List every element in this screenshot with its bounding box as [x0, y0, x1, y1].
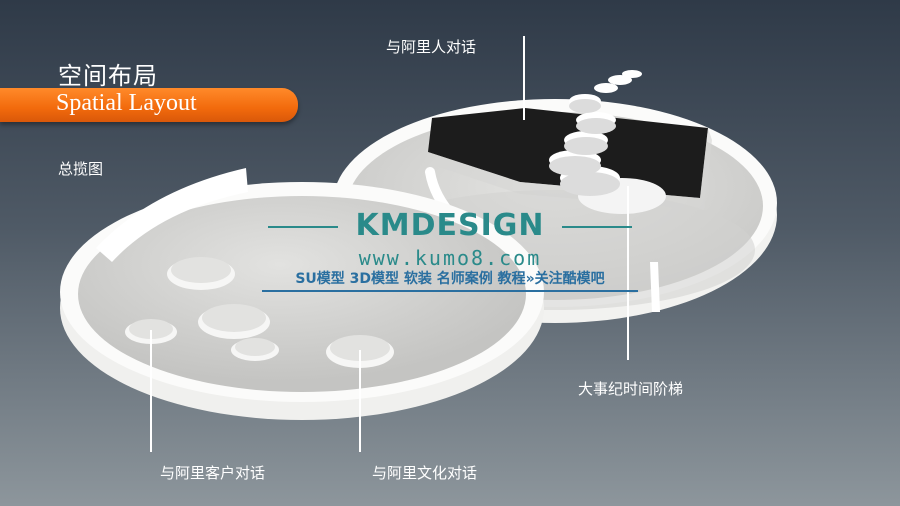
label-top: 与阿里人对话: [386, 38, 477, 56]
page-title-cn: 空间布局: [58, 62, 158, 90]
page-title-en: Spatial Layout: [56, 90, 197, 116]
label-bottom-left: 与阿里客户对话: [160, 464, 266, 482]
page-subtitle: 总揽图: [58, 160, 104, 178]
label-right: 大事纪时间阶梯: [578, 380, 684, 398]
watermark-url: www.kumo8.com: [358, 246, 542, 270]
watermark-rule-left: [268, 226, 338, 228]
title-banner: Spatial Layout: [0, 88, 298, 122]
timeline-staircase: [549, 70, 666, 214]
label-bottom-center: 与阿里文化对话: [372, 464, 478, 482]
watermark-brand: KMDESIGN: [355, 208, 545, 243]
watermark-rule-right: [562, 226, 632, 228]
round-platforms: [125, 257, 394, 368]
left-zone-disc: [60, 168, 544, 420]
watermark-tagline: SU模型 3D模型 软装 名师案例 教程»关注酷模吧: [262, 268, 638, 292]
